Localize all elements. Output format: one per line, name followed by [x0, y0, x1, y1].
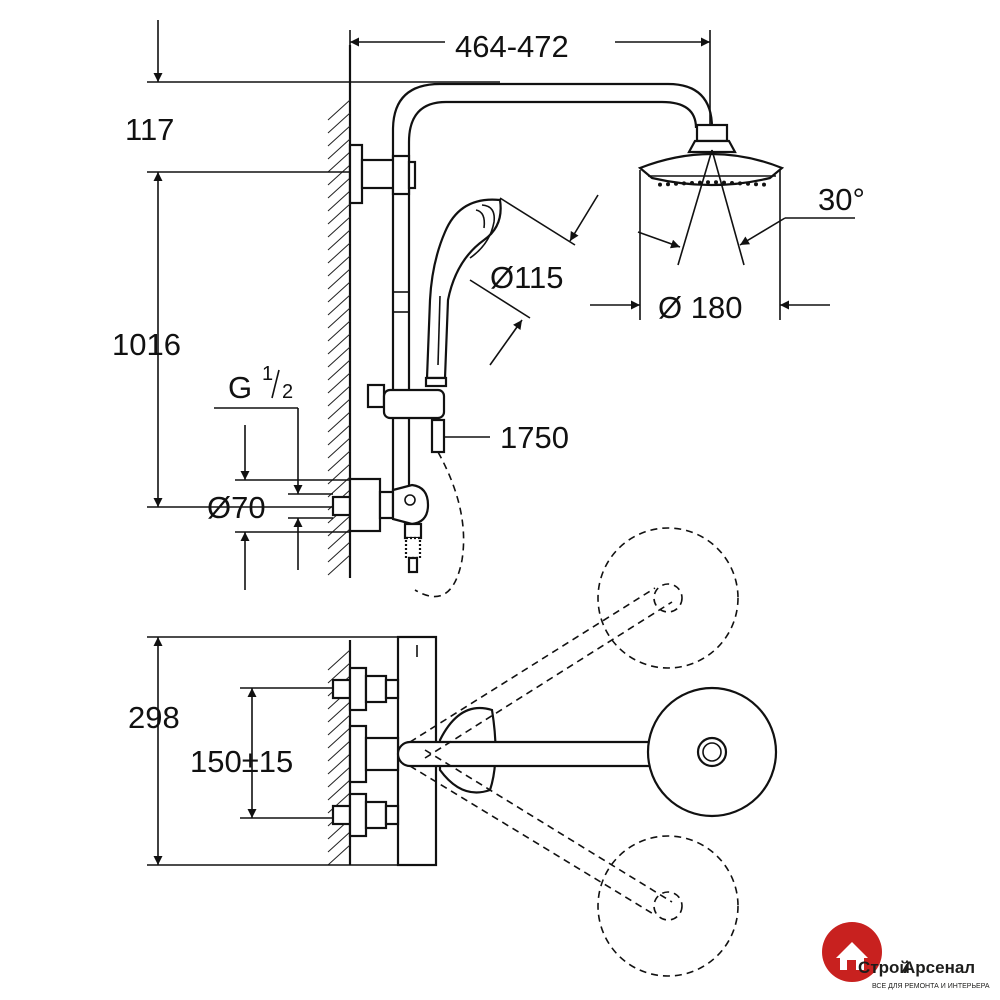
- hand-shower-holder: [366, 383, 490, 598]
- hose-length-label: 1750: [500, 420, 569, 455]
- hatch-line: [327, 662, 351, 684]
- nozzle-dot: [762, 182, 766, 187]
- hatch-line: [327, 554, 351, 576]
- logo-name-2: Арсенал: [903, 958, 975, 977]
- thread-label: G 1 2: [228, 363, 293, 405]
- hatch-line: [327, 164, 351, 186]
- logo-name-1: Строй: [858, 958, 910, 977]
- hatch-line: [327, 385, 351, 407]
- hatch-line: [327, 307, 351, 329]
- hatch-line: [327, 203, 351, 225]
- hand-shower: [424, 198, 502, 388]
- nozzle-dot: [754, 182, 758, 187]
- hatch-line: [327, 320, 351, 342]
- head-diameter-label: Ø 180: [658, 290, 742, 325]
- alternate-positions: [409, 527, 739, 977]
- inlet-spacing-label: 150±15: [190, 744, 293, 779]
- height-label: 1016: [112, 327, 181, 362]
- hatch-line: [327, 242, 351, 264]
- shower-riser: [348, 82, 714, 495]
- hatch-line: [327, 701, 351, 723]
- hatch-line: [327, 359, 351, 381]
- hatch-line: [327, 727, 351, 749]
- logo-tagline: ВСЕ ДЛЯ РЕМОНТА И ИНТЕРЬЕРА: [872, 983, 990, 990]
- hatch-line: [327, 333, 351, 355]
- nozzle-dot: [738, 181, 742, 186]
- nozzle-dot: [706, 180, 710, 185]
- flange-dimension: [235, 425, 350, 590]
- nozzle-dot: [658, 182, 662, 187]
- nozzle-dot: [690, 181, 694, 185]
- hatch-line: [327, 112, 351, 134]
- nozzle-dot: [666, 182, 670, 187]
- head-diameter-dimension: [590, 170, 830, 320]
- hatch-line: [327, 281, 351, 303]
- thread-dimension: [214, 407, 333, 570]
- mixer-height-label: 298: [128, 700, 180, 735]
- hatch-line: [327, 151, 351, 173]
- shower-arm-plan: [396, 686, 778, 818]
- hatch-line: [327, 411, 351, 433]
- hatch-line: [327, 190, 351, 212]
- hatch-line: [327, 714, 351, 736]
- hatch-line: [327, 216, 351, 238]
- nozzle-dot: [746, 181, 750, 186]
- hatch-line: [327, 398, 351, 420]
- wall-hatching-bottom: [327, 640, 352, 866]
- hand-diameter-label: Ø115: [490, 260, 564, 295]
- nozzle-dot: [698, 180, 702, 185]
- nozzle-dot: [722, 180, 726, 185]
- hatch-line: [327, 294, 351, 316]
- nozzle-dot: [714, 180, 718, 185]
- thread-letter: G: [228, 370, 252, 405]
- store-logo: Строй Арсенал ВСЕ ДЛЯ РЕМОНТА И ИНТЕРЬЕР…: [822, 922, 990, 990]
- hatch-line: [327, 437, 351, 459]
- hatch-line: [327, 740, 351, 762]
- height-dimension-lines: [147, 20, 500, 508]
- top-offset-label: 117: [125, 112, 174, 147]
- hatch-line: [327, 450, 351, 472]
- hatch-line: [327, 649, 351, 671]
- hatch-line: [327, 255, 351, 277]
- flange-diameter-label: Ø70: [207, 490, 266, 525]
- house-icon: [836, 942, 868, 970]
- hatch-line: [327, 138, 351, 160]
- hatch-line: [327, 541, 351, 563]
- hatch-line: [327, 99, 351, 121]
- thread-numerator: 1: [262, 363, 273, 385]
- arm-length-label: 464-472: [455, 29, 569, 64]
- nozzle-dot: [682, 181, 686, 186]
- hand-diameter-dimension: [469, 194, 599, 366]
- hatch-line: [327, 424, 351, 446]
- nozzle-dot: [674, 181, 678, 186]
- spray-angle-label: 30°: [818, 182, 865, 217]
- mixer-top: [331, 477, 430, 574]
- inlet-spacing-dimension: [240, 687, 345, 819]
- nozzle-dot: [730, 181, 734, 185]
- mixer-height-dimension: [147, 636, 400, 866]
- hatch-line: [327, 766, 351, 788]
- hatch-line: [327, 844, 351, 866]
- hatch-line: [327, 229, 351, 251]
- hatch-line: [327, 372, 351, 394]
- hatch-line: [327, 268, 351, 290]
- hatch-line: [327, 346, 351, 368]
- hatch-line: [327, 177, 351, 199]
- spray-angle-dimension: [637, 149, 855, 266]
- hatch-line: [327, 779, 351, 801]
- hatch-line: [327, 515, 351, 537]
- hatch-line: [327, 792, 351, 814]
- hatch-line: [327, 463, 351, 485]
- hatch-line: [327, 831, 351, 853]
- thread-denominator: 2: [282, 381, 293, 403]
- hatch-line: [327, 125, 351, 147]
- hatch-line: [327, 753, 351, 775]
- spray-nozzles: [658, 180, 766, 187]
